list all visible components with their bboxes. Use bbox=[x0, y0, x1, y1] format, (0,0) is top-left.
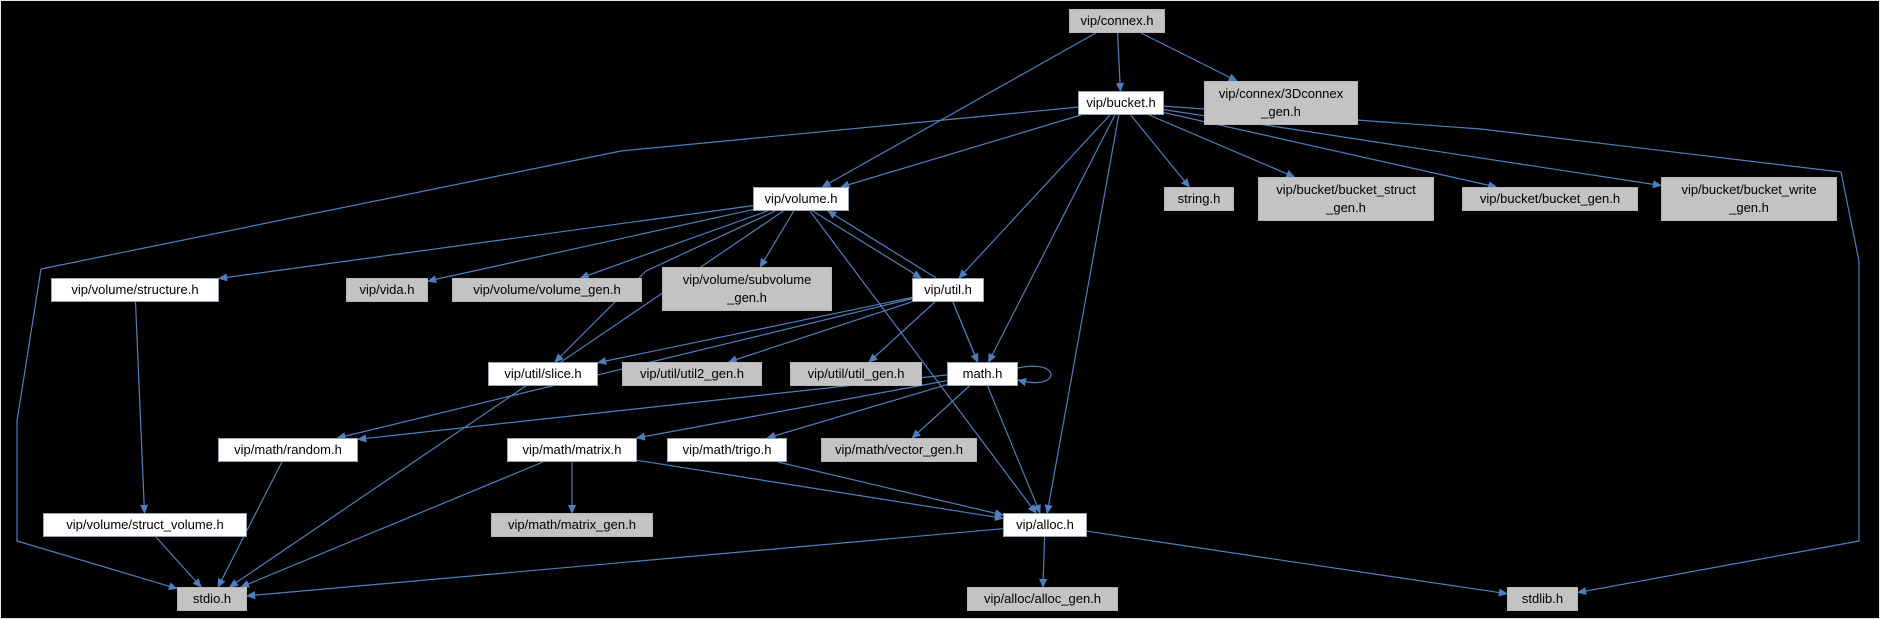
edge-volume-alloc bbox=[809, 210, 1037, 514]
edge-util-util_gen bbox=[868, 301, 936, 363]
node-label: vip/bucket.h bbox=[1086, 94, 1156, 110]
node-label: vip/bucket/bucket_struct _gen.h bbox=[1276, 181, 1416, 215]
node-label: vip/volume.h bbox=[764, 190, 838, 206]
node-matrix[interactable]: vip/math/matrix.h bbox=[507, 438, 637, 462]
node-label: vip/vida.h bbox=[359, 281, 415, 297]
edge-util-slice bbox=[597, 296, 913, 365]
edge-volume-util bbox=[812, 210, 922, 279]
node-label: vip/math/matrix.h bbox=[522, 441, 622, 457]
node-volume_gen: vip/volume/volume_gen.h bbox=[452, 278, 642, 302]
edge-matrix-alloc bbox=[636, 459, 1005, 522]
node-label: vip/alloc.h bbox=[1016, 516, 1074, 532]
edge-bucket-volume bbox=[840, 114, 1082, 189]
edge-connex-bucket bbox=[1115, 32, 1125, 93]
node-dconnex: vip/connex/3Dconnex _gen.h bbox=[1204, 81, 1358, 125]
node-bucket_gen: vip/bucket/bucket_gen.h bbox=[1462, 187, 1638, 211]
node-random[interactable]: vip/math/random.h bbox=[218, 438, 358, 462]
edge-util-alloc bbox=[952, 301, 1041, 514]
edge-util-volume bbox=[827, 210, 937, 279]
node-label: vip/util/util_gen.h bbox=[807, 365, 905, 381]
node-bucket_write: vip/bucket/bucket_write _gen.h bbox=[1661, 177, 1837, 221]
node-label: vip/alloc/alloc_gen.h bbox=[983, 590, 1102, 606]
edge-bucket-stdlib bbox=[1163, 105, 1860, 596]
node-label: vip/connex/3Dconnex _gen.h bbox=[1218, 85, 1344, 119]
node-label: math.h bbox=[962, 365, 1003, 381]
edge-bucket-string bbox=[1130, 114, 1190, 188]
node-util_gen: vip/util/util_gen.h bbox=[790, 362, 922, 386]
node-vida: vip/vida.h bbox=[346, 278, 428, 302]
edge-structure-struct_volume bbox=[134, 301, 149, 515]
node-label: vip/math/matrix_gen.h bbox=[508, 516, 636, 532]
edge-trigo-alloc bbox=[777, 461, 1004, 518]
node-slice[interactable]: vip/util/slice.h bbox=[488, 362, 598, 386]
edge-bucket-bucket_gen bbox=[1163, 112, 1498, 190]
edge-volume-slice bbox=[554, 210, 776, 363]
edge-bucket-alloc bbox=[1044, 114, 1120, 515]
edge-connex-dconnex bbox=[1140, 32, 1238, 82]
edge-volume-structure bbox=[217, 205, 754, 282]
node-vector_gen: vip/math/vector_gen.h bbox=[821, 438, 977, 462]
node-structure[interactable]: vip/volume/structure.h bbox=[51, 278, 219, 302]
edge-struct_volume-stdio bbox=[155, 536, 202, 588]
edge-bucket-bucket_struct bbox=[1148, 114, 1296, 178]
edge-bucket-util bbox=[958, 114, 1111, 279]
node-string: string.h bbox=[1164, 187, 1234, 211]
edge-connex-volume bbox=[821, 32, 1096, 188]
node-label: vip/volume/struct_volume.h bbox=[66, 516, 224, 532]
node-connex: vip/connex.h bbox=[1069, 9, 1165, 33]
node-stdlib: stdlib.h bbox=[1507, 587, 1578, 611]
node-label: stdio.h bbox=[192, 590, 232, 606]
edge-math-math bbox=[1017, 365, 1052, 387]
node-label: vip/bucket/bucket_write _gen.h bbox=[1681, 181, 1817, 215]
node-label: vip/math/random.h bbox=[234, 441, 342, 457]
node-label: vip/math/vector_gen.h bbox=[835, 441, 963, 457]
edge-util-util2 bbox=[727, 301, 913, 364]
edge-volume-vida bbox=[427, 209, 754, 284]
edge-math-matrix bbox=[635, 380, 948, 441]
node-label: stdlib.h bbox=[1521, 590, 1564, 606]
node-bucket_struct: vip/bucket/bucket_struct _gen.h bbox=[1258, 177, 1434, 221]
edge-bucket-math bbox=[988, 114, 1116, 363]
node-label: string.h bbox=[1177, 190, 1221, 206]
edge-random-stdio bbox=[217, 461, 283, 588]
node-subvolume: vip/volume/subvolume _gen.h bbox=[662, 267, 832, 311]
node-label: vip/connex.h bbox=[1080, 12, 1154, 28]
node-math[interactable]: math.h bbox=[947, 362, 1018, 386]
node-label: vip/util.h bbox=[924, 281, 972, 297]
edge-bucket-stdio bbox=[16, 106, 1079, 591]
edge-alloc-stdlib bbox=[1086, 530, 1509, 597]
node-bucket[interactable]: vip/bucket.h bbox=[1078, 91, 1164, 115]
node-label: vip/volume/volume_gen.h bbox=[473, 281, 621, 297]
node-label: vip/volume/structure.h bbox=[71, 281, 199, 297]
edge-alloc-alloc_gen bbox=[1039, 536, 1048, 589]
edge-volume-volume_gen bbox=[579, 210, 768, 280]
edge-volume-subvolume bbox=[759, 210, 795, 268]
edge-math-trigo bbox=[766, 384, 948, 440]
edge-math-vector_gen bbox=[911, 385, 970, 439]
node-matrix_gen: vip/math/matrix_gen.h bbox=[491, 513, 653, 537]
node-struct_volume[interactable]: vip/volume/struct_volume.h bbox=[43, 513, 247, 537]
node-util[interactable]: vip/util.h bbox=[912, 278, 984, 302]
node-label: vip/util/slice.h bbox=[504, 365, 582, 381]
node-alloc[interactable]: vip/alloc.h bbox=[1003, 513, 1087, 537]
node-label: vip/math/trigo.h bbox=[682, 441, 772, 457]
edge-matrix-stdio bbox=[240, 461, 544, 588]
node-stdio: stdio.h bbox=[177, 587, 247, 611]
edge-alloc-stdio bbox=[245, 528, 1004, 600]
node-alloc_gen: vip/alloc/alloc_gen.h bbox=[967, 587, 1118, 611]
node-label: vip/util/util2_gen.h bbox=[639, 365, 745, 381]
node-volume[interactable]: vip/volume.h bbox=[753, 187, 849, 211]
node-trigo[interactable]: vip/math/trigo.h bbox=[667, 438, 787, 462]
node-label: vip/bucket/bucket_gen.h bbox=[1479, 190, 1621, 206]
node-label: vip/volume/subvolume _gen.h bbox=[682, 271, 812, 305]
node-util2: vip/util/util2_gen.h bbox=[622, 362, 762, 386]
